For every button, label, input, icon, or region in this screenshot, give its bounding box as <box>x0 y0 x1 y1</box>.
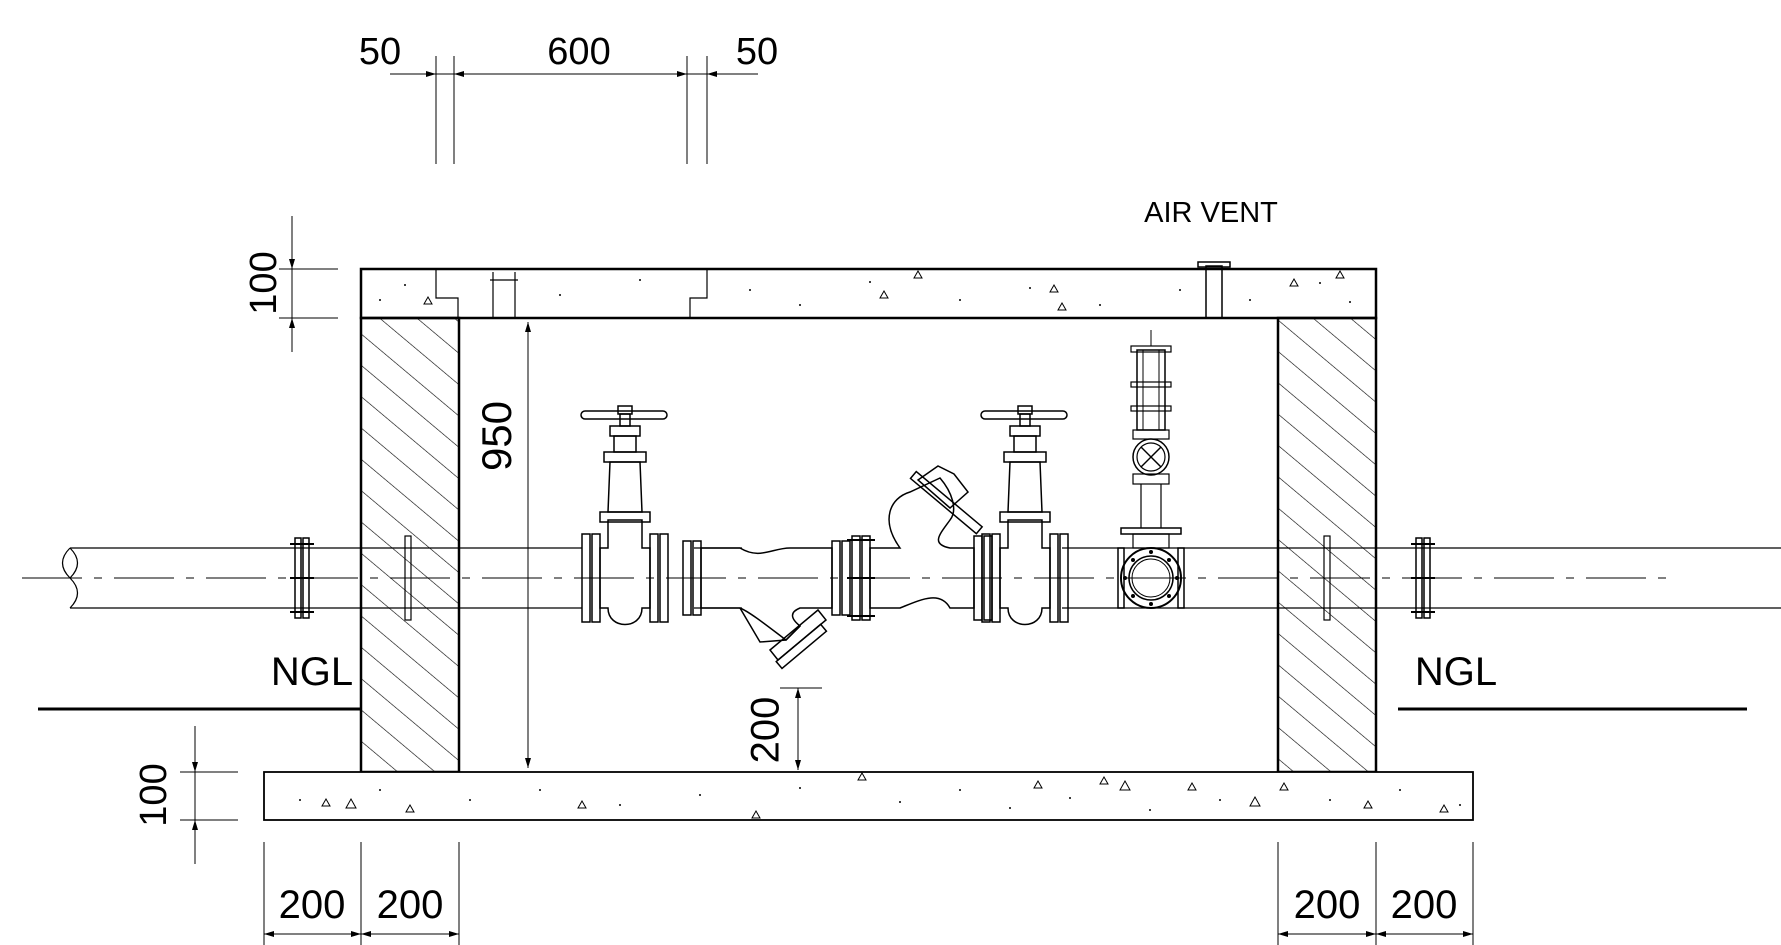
ngl-label-left: NGL <box>271 650 353 694</box>
puddle-flange-left <box>404 535 412 621</box>
dim-slab-thickness: 100 <box>243 251 285 314</box>
dim-top-span: 600 <box>547 31 610 73</box>
water-meter <box>847 465 993 621</box>
tee-air-valve <box>1117 330 1185 609</box>
dim-chamber-depth: 950 <box>473 401 520 471</box>
dim-bottom-left-1: 200 <box>279 883 346 927</box>
flange-right-outer <box>1411 537 1435 619</box>
pipeline <box>22 547 1781 609</box>
dim-top-right-gap: 50 <box>736 31 778 73</box>
ngl-label-right: NGL <box>1415 650 1497 694</box>
dimension-lines <box>180 56 1474 945</box>
gate-valve-left <box>580 405 669 626</box>
dim-bottom-right-1: 200 <box>1294 883 1361 927</box>
air-vent-label: AIR VENT <box>1144 197 1278 229</box>
dim-clearance: 200 <box>744 697 788 764</box>
flange-left-outer <box>290 537 314 619</box>
roof-slab <box>359 267 1378 320</box>
puddle-flange-right <box>1323 535 1331 621</box>
dim-base-thickness: 100 <box>133 763 175 826</box>
right-wall <box>1276 316 1378 774</box>
air-vent-pipe <box>1197 261 1231 319</box>
left-wall <box>359 316 461 774</box>
dim-bottom-right-2: 200 <box>1391 883 1458 927</box>
dim-top-left-gap: 50 <box>359 31 401 73</box>
concrete-speckle <box>379 279 1351 306</box>
y-strainer <box>682 540 851 670</box>
gate-valve-right <box>980 405 1069 626</box>
dim-bottom-left-2: 200 <box>377 883 444 927</box>
base-slab <box>263 771 1474 821</box>
